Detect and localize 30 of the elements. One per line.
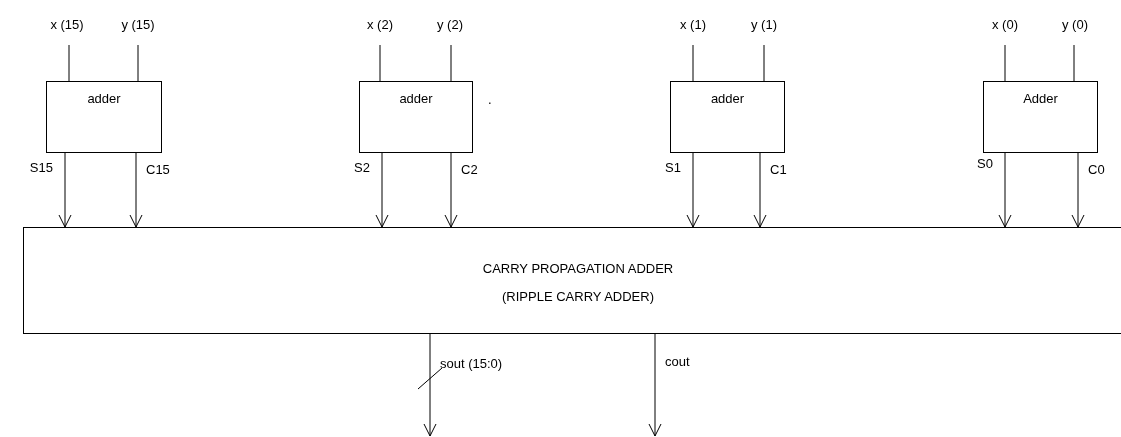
input-signal-label: x (1) <box>671 16 715 34</box>
input-signal-label: y (2) <box>428 16 472 34</box>
adder-block <box>983 81 1098 153</box>
edge-label: sout (15:0) <box>440 356 503 371</box>
input-signal-label: x (0) <box>983 16 1027 34</box>
edge-label: C0 <box>1088 162 1105 177</box>
edge-label: C2 <box>461 162 478 177</box>
edge-label: S1 <box>665 160 681 175</box>
adder-block <box>46 81 162 153</box>
block-label: adder <box>398 91 434 106</box>
block-label: adder <box>709 91 746 106</box>
carry-propagation-adder-block <box>23 227 1121 334</box>
edge-label: S0 <box>977 156 993 171</box>
edge-label: S15 <box>29 160 53 175</box>
note-text: . <box>488 92 492 107</box>
input-signal-label: y (15) <box>114 16 162 34</box>
adder-block <box>359 81 473 153</box>
block-title: CARRY PROPAGATION ADDER <box>481 261 675 276</box>
input-signal-label: y (0) <box>1052 16 1098 34</box>
input-signal-label: y (1) <box>742 16 786 34</box>
input-signal-label: x (15) <box>44 16 90 34</box>
block-label: Adder <box>1022 91 1059 106</box>
input-signal-label: x (2) <box>358 16 402 34</box>
adder-block <box>670 81 785 153</box>
block-label: adder <box>86 91 122 106</box>
edge-label: C15 <box>146 162 170 177</box>
edge-label: S2 <box>354 160 370 175</box>
block-title: (RIPPLE CARRY ADDER) <box>501 289 655 304</box>
edge-label: cout <box>665 354 690 369</box>
edge-label: C1 <box>770 162 787 177</box>
